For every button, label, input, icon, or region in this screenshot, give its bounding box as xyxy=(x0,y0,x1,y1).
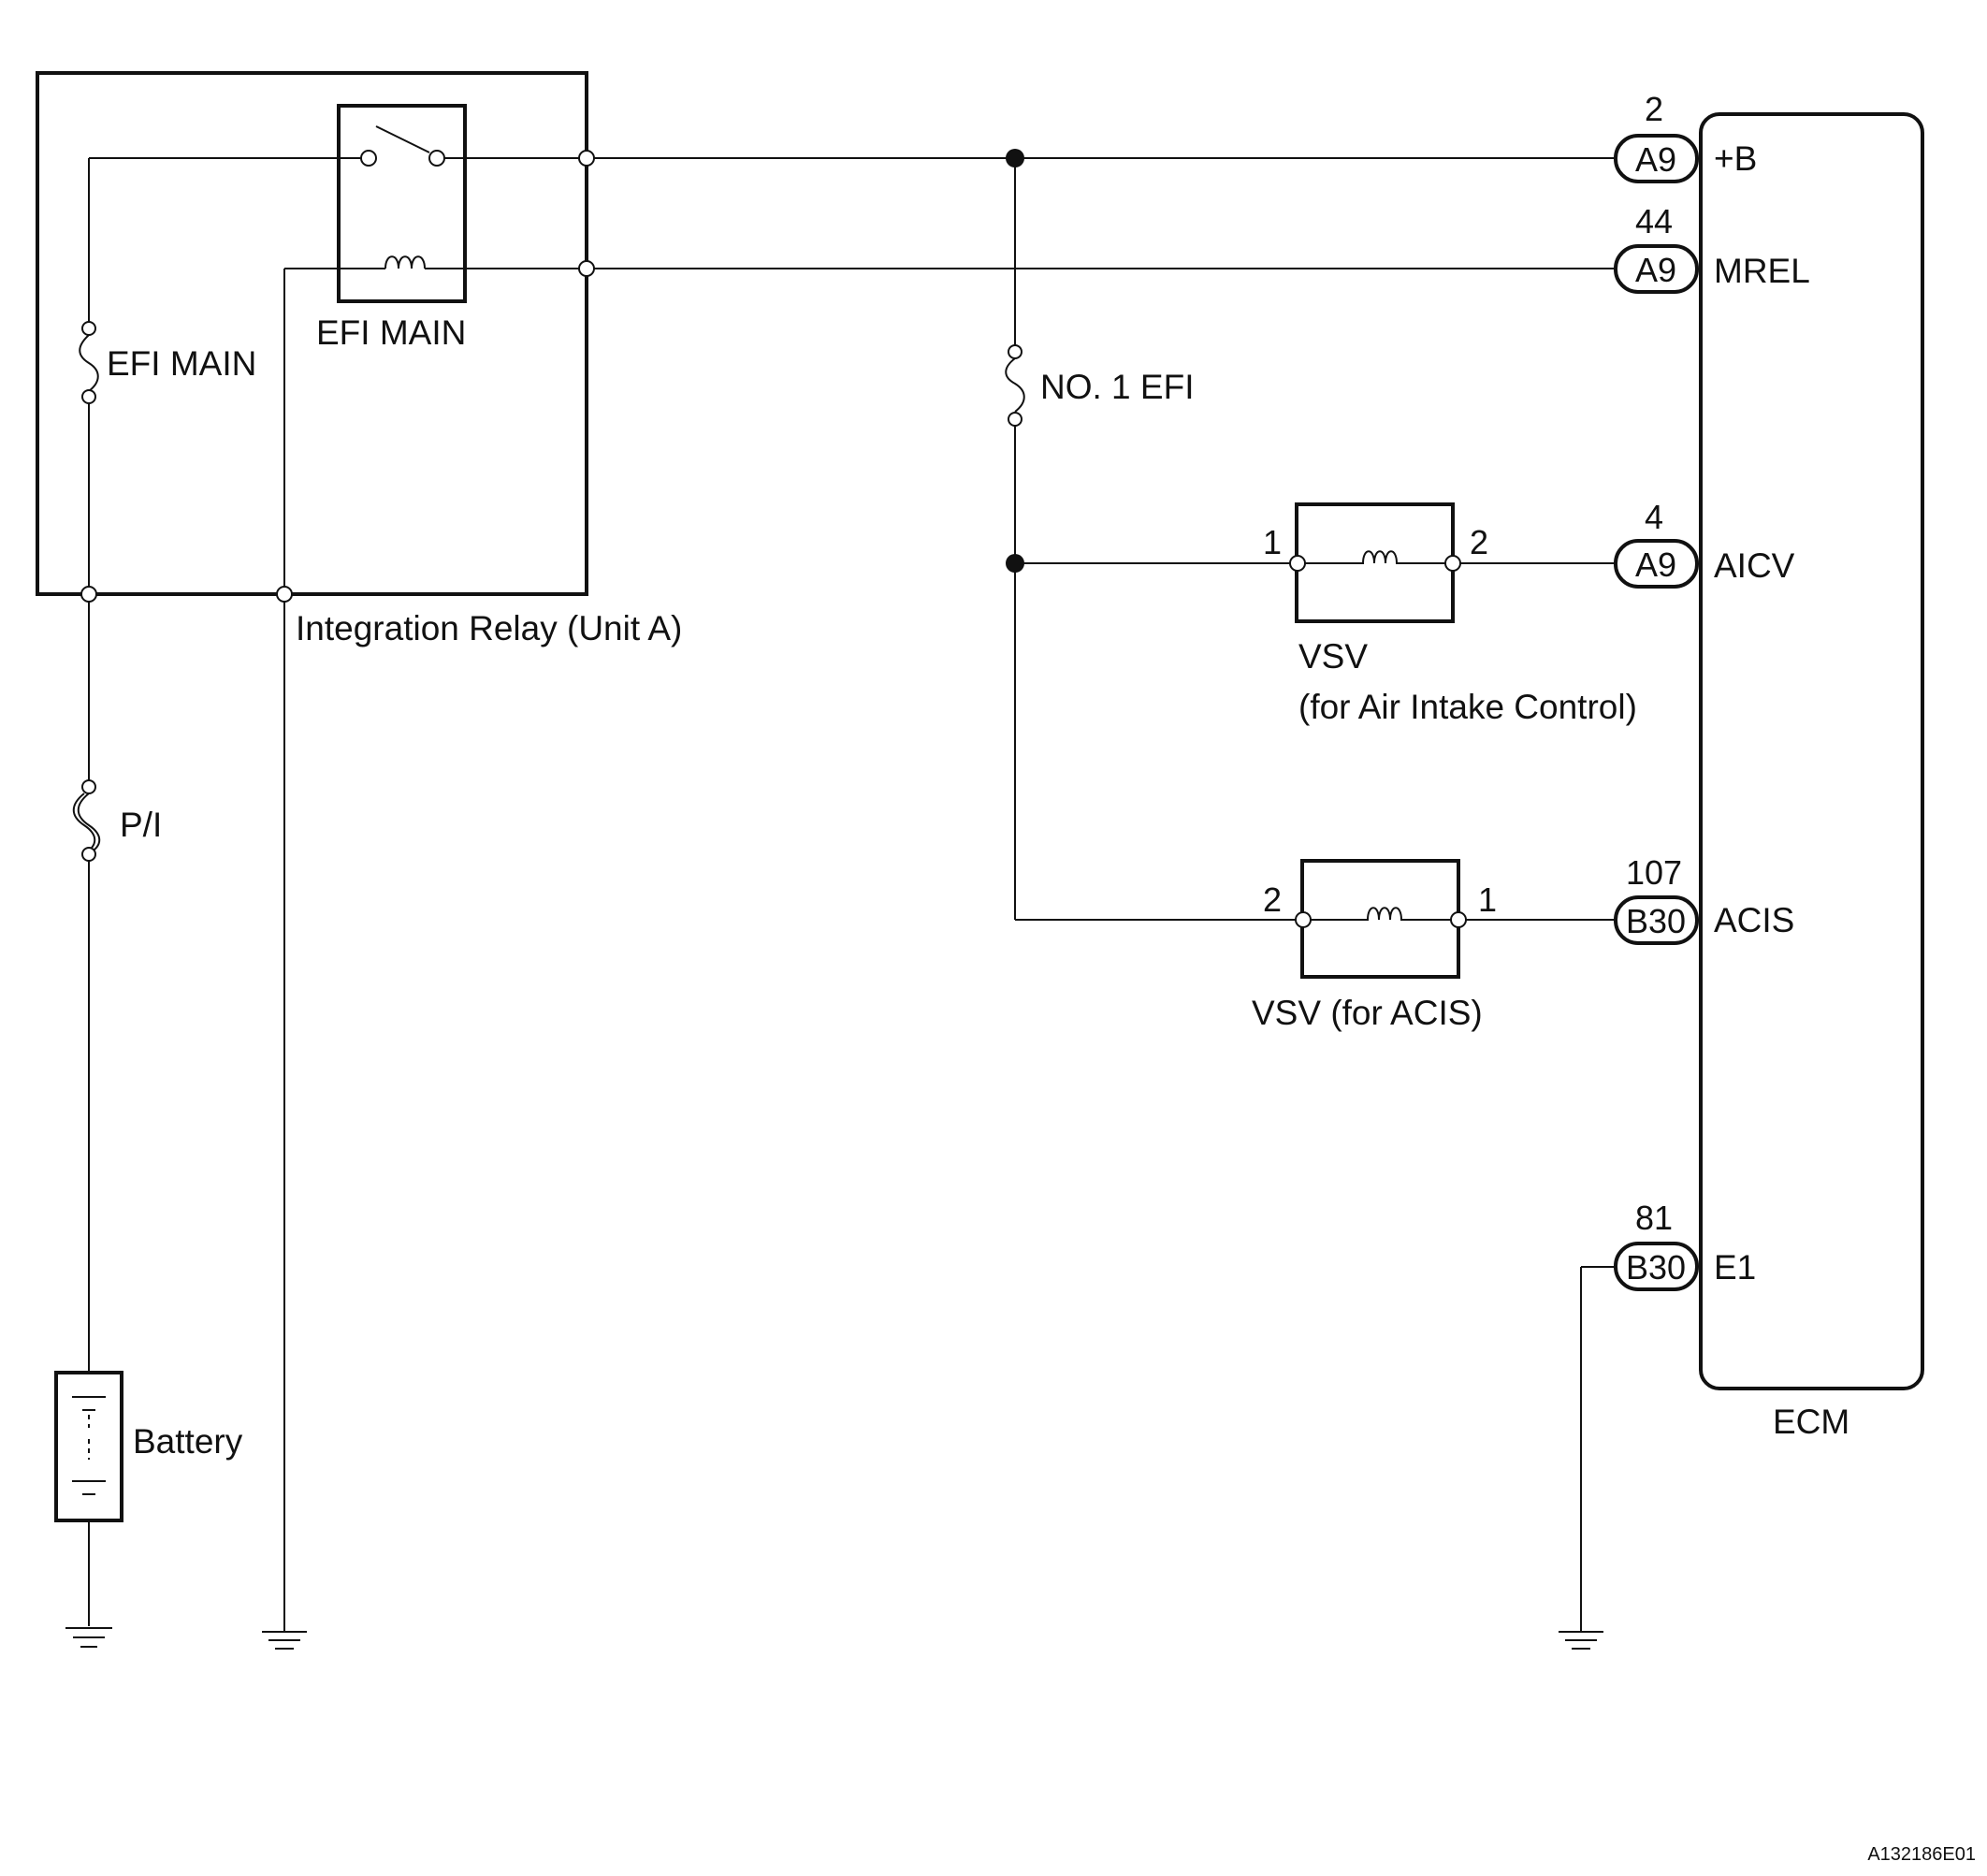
svg-text:A9: A9 xyxy=(1635,140,1676,179)
vsv-air-pin-right: 2 xyxy=(1470,523,1488,561)
no1-efi-fuse-label: NO. 1 EFI xyxy=(1040,368,1194,406)
pi-fusible-link-label: P/I xyxy=(120,806,162,844)
svg-text:81: 81 xyxy=(1635,1199,1673,1237)
vsv-acis xyxy=(1295,859,1467,979)
svg-text:MREL: MREL xyxy=(1714,252,1810,290)
ecm-terminal-e1: 81 B30 E1 xyxy=(1614,1199,1756,1291)
efi-main-relay xyxy=(337,104,467,303)
vsv-acis-pin-right: 1 xyxy=(1478,880,1497,919)
svg-text:2: 2 xyxy=(1645,90,1663,128)
ecm-box xyxy=(1699,112,1924,1390)
svg-text:AICV: AICV xyxy=(1714,546,1795,585)
svg-text:4: 4 xyxy=(1645,498,1663,536)
svg-text:E1: E1 xyxy=(1714,1248,1756,1287)
battery xyxy=(54,1371,123,1522)
figure-id: A132186E01 xyxy=(1867,1844,1976,1865)
svg-text:A9: A9 xyxy=(1635,251,1676,289)
efi-main-fuse xyxy=(79,321,99,404)
ground-symbol-ecm xyxy=(1559,1631,1603,1650)
svg-text:A9: A9 xyxy=(1635,545,1676,584)
ecm-label: ECM xyxy=(1773,1403,1849,1441)
no1-efi-fuse xyxy=(1005,344,1025,427)
ecm-terminal-aicv: 4 A9 AICV xyxy=(1614,498,1795,589)
vsv-air-intake xyxy=(1289,502,1461,623)
ground-symbol-battery xyxy=(65,1627,112,1648)
integration-relay-box xyxy=(36,71,588,596)
ecm-terminal-mrel: 44 A9 MREL xyxy=(1614,202,1810,294)
vsv-air-label-line1: VSV xyxy=(1298,637,1368,676)
svg-text:ACIS: ACIS xyxy=(1714,901,1794,939)
vsv-air-pin-left: 1 xyxy=(1263,523,1282,561)
svg-text:107: 107 xyxy=(1626,853,1682,892)
ecm-terminal-acis: 107 B30 ACIS xyxy=(1614,853,1794,945)
ecm-terminal-b: 2 A9 +B xyxy=(1614,90,1757,183)
battery-label: Battery xyxy=(133,1422,243,1461)
pi-fusible-link xyxy=(72,779,101,862)
svg-text:44: 44 xyxy=(1635,202,1673,240)
efi-main-relay-label: EFI MAIN xyxy=(316,313,466,352)
vsv-acis-label: VSV (for ACIS) xyxy=(1252,994,1483,1032)
ground-symbol-relay xyxy=(262,1525,307,1650)
integration-relay-label: Integration Relay (Unit A) xyxy=(296,609,682,647)
vsv-acis-pin-left: 2 xyxy=(1263,880,1282,919)
svg-text:+B: +B xyxy=(1714,139,1757,178)
efi-main-fuse-label: EFI MAIN xyxy=(107,344,256,383)
vsv-air-label-line2: (for Air Intake Control) xyxy=(1298,688,1637,726)
svg-text:B30: B30 xyxy=(1626,902,1686,940)
svg-text:B30: B30 xyxy=(1626,1248,1686,1287)
